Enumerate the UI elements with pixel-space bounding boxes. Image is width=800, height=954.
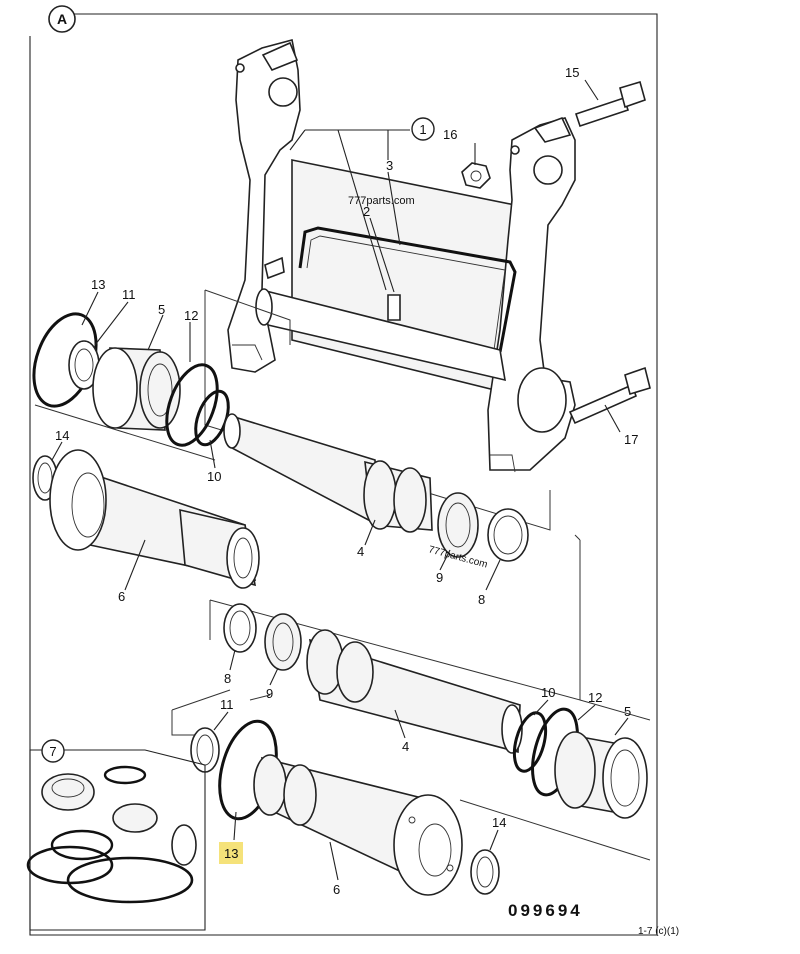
right-bracket-bore [533, 155, 563, 185]
callout-1: 1 [411, 117, 435, 141]
seal-9-upper [437, 492, 479, 558]
callout-12-upper: 12 [184, 308, 198, 323]
callout-6-upper: 6 [118, 589, 125, 604]
sheet-badge: A [48, 5, 76, 33]
watermark-upper: 777parts.com [348, 195, 415, 207]
callout-3: 3 [386, 158, 393, 173]
sheet-badge-label: A [57, 11, 67, 27]
callout-7: 7 [41, 739, 65, 763]
bush-5-lower [554, 731, 648, 819]
grease-nipple [387, 294, 401, 321]
callout-10-lower: 10 [541, 685, 555, 700]
callout-11-lower: 11 [220, 697, 234, 712]
callout-9-lower: 9 [266, 686, 273, 701]
seal-9-lower [264, 613, 302, 671]
wear-ring-11-upper [68, 340, 100, 390]
callout-5-lower: 5 [624, 704, 631, 719]
main-frame-assembly [227, 39, 576, 473]
svg-text:13: 13 [224, 846, 238, 861]
ring-14-lower [470, 849, 500, 895]
corner-note: 1-7 (c)(1) [638, 926, 679, 937]
callout-10-upper: 10 [207, 469, 221, 484]
housing-6-upper [49, 449, 260, 589]
callout-11-upper: 11 [122, 287, 136, 302]
callout-15: 15 [565, 65, 579, 80]
callout-12-lower: 12 [588, 690, 602, 705]
right-bracket-lower-bore [517, 367, 567, 433]
svg-text:7: 7 [49, 744, 56, 759]
callout-13-upper: 13 [91, 277, 105, 292]
leader-lines [51, 79, 629, 881]
callout-2: 2 [363, 204, 370, 219]
callout-14-lower: 14 [492, 815, 506, 830]
u-tube [298, 226, 517, 353]
left-bracket-bore [268, 77, 298, 107]
highlight-box [219, 842, 243, 864]
washer-8-lower [223, 603, 257, 653]
washer-8-upper [487, 508, 529, 562]
callout-14-upper: 14 [55, 428, 69, 443]
bolt-17 [568, 366, 651, 425]
svg-text:1: 1 [419, 122, 426, 137]
callout-9-upper: 9 [436, 570, 443, 585]
pin-4-lower [306, 629, 523, 754]
housing-6-lower [253, 754, 463, 896]
callout-16: 16 [443, 127, 457, 142]
oring-10-lower [512, 711, 548, 773]
bush-5-upper [92, 347, 181, 431]
bolt-15 [574, 80, 646, 128]
callout-4-upper: 4 [357, 544, 364, 559]
pin-4-upper [223, 413, 433, 533]
drawing-number: 099694 [508, 901, 583, 920]
callout-13-lower-highlighted: 13 [219, 842, 243, 864]
callout-5-upper: 5 [158, 302, 165, 317]
callout-4-lower: 4 [402, 739, 409, 754]
callout-17: 17 [624, 432, 638, 447]
callout-8-upper: 8 [478, 592, 485, 607]
callout-6-lower: 6 [333, 882, 340, 897]
oring-12-upper [165, 363, 219, 447]
nut-16 [461, 162, 491, 189]
seal-kit-7-inset [26, 749, 206, 931]
drawing-frame [29, 13, 658, 936]
callout-8-lower: 8 [224, 671, 231, 686]
